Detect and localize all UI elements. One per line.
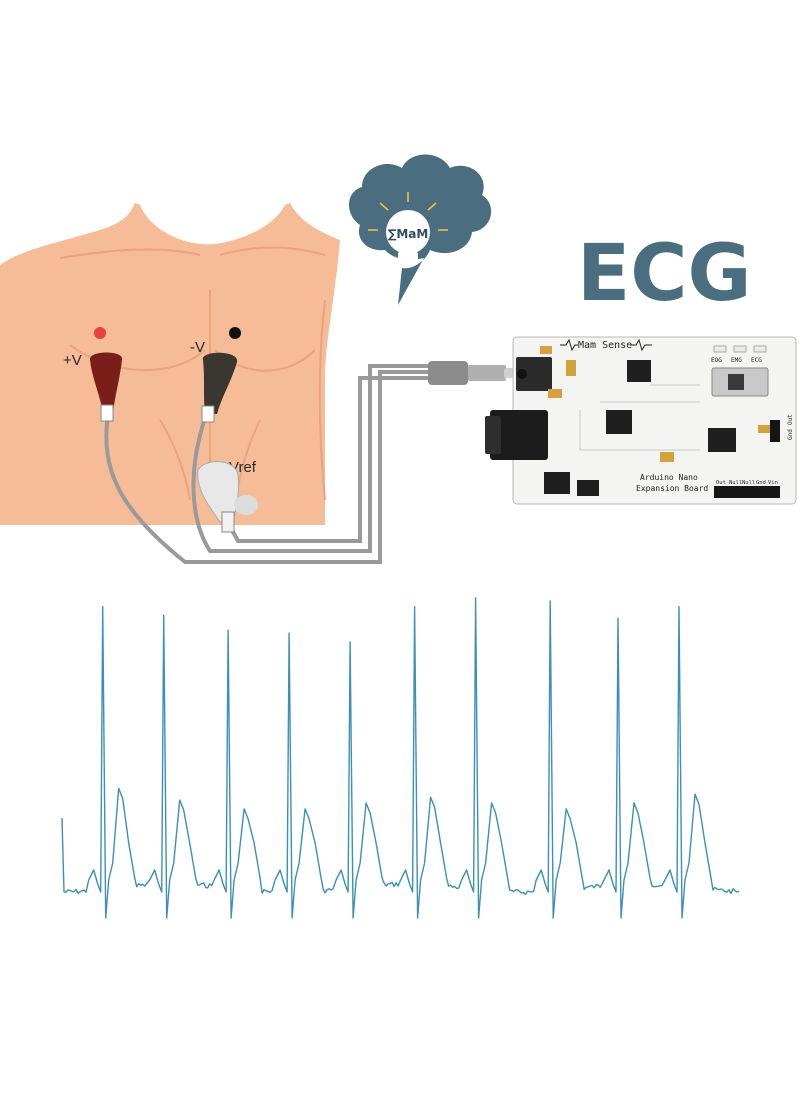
reference-clip-stem (221, 511, 235, 533)
logo-bulb-base (398, 252, 418, 264)
ic-chip-4 (544, 472, 570, 494)
side-pin-header (770, 420, 780, 442)
side-pin-label-out: Out (787, 414, 794, 425)
lead-cables (104, 364, 432, 564)
negative-clip-stem (201, 405, 215, 423)
arm-line-right (318, 299, 326, 501)
negative-clip (201, 352, 238, 423)
capacitor-2 (548, 389, 562, 398)
pin-label-null-1: Null (729, 480, 742, 486)
board-name: Mam Sense (578, 340, 632, 351)
audio-jack (516, 357, 552, 391)
led-eog (713, 345, 727, 353)
mode-label-emg: EMG (731, 357, 742, 364)
reference-clip (197, 461, 258, 533)
pin-label-gnd: Gnd (756, 480, 766, 486)
led-ecg (753, 345, 767, 353)
chest-contour-left (69, 344, 206, 372)
side-pin-label-gnd: Gnd (787, 429, 794, 440)
led-emg (733, 345, 747, 353)
logo-bulb (386, 210, 430, 254)
collar-left (59, 248, 201, 259)
cable-reference (230, 376, 432, 543)
capacitor-1 (540, 346, 552, 354)
positive-electrode-dot (94, 327, 106, 339)
mode-label-eog: EOG (711, 357, 722, 364)
audio-plug (428, 361, 518, 385)
audio-jack-hole (517, 369, 527, 379)
ic-chip-3 (708, 428, 736, 452)
positive-clip-stem (100, 404, 114, 422)
ic-chip-1 (627, 360, 651, 382)
bottom-pin-header (714, 486, 780, 498)
positive-clip (89, 352, 123, 422)
dc-power-jack-front (485, 416, 501, 454)
ecg-trace-line (61, 597, 740, 919)
positive-electrode-label: +V (63, 352, 82, 369)
cable-positive (104, 370, 432, 564)
reference-pad (234, 495, 258, 515)
torso-illustration (0, 203, 340, 525)
board-heartbeat-logo-right (630, 338, 652, 352)
page-title: ECG (577, 229, 752, 319)
negative-electrode-label: -V (190, 339, 205, 356)
pcb-trace (579, 384, 700, 451)
dc-power-jack (490, 410, 548, 460)
logo-rays (368, 192, 448, 231)
capacitor-3 (566, 360, 576, 376)
ic-chip-2 (606, 410, 632, 434)
logo-text: ∑MaM (388, 227, 429, 241)
positive-clip-body (89, 352, 123, 413)
mode-switch-knob (728, 374, 744, 390)
pin-label-null-2: Null (742, 480, 755, 486)
mam-sense-board: Mam Sense EOG EMG ECG Gnd Out (485, 336, 797, 505)
mode-label-ecg: ECG (751, 357, 762, 364)
cloud-lightbulb-logo-icon: ∑MaM (348, 154, 492, 305)
pin-label-vin: Vin (768, 480, 778, 486)
expansion-board-label-line-1: Arduino Nano (640, 473, 698, 482)
abdomen-left (159, 419, 191, 501)
capacitor-5 (758, 425, 770, 433)
plug-body (428, 361, 468, 385)
ic-chip-5 (577, 480, 599, 496)
pin-label-out: Out (716, 480, 726, 486)
cable-negative (191, 364, 432, 553)
negative-clip-body (202, 352, 238, 414)
collar-right (219, 246, 326, 256)
capacitor-4 (660, 452, 674, 462)
negative-electrode-dot (229, 327, 241, 339)
plug-sleeve (468, 365, 506, 381)
expansion-board-label-line-2: Expansion Board (636, 484, 708, 493)
torso-body (0, 203, 340, 525)
board-heartbeat-logo (560, 338, 578, 352)
ecg-waveform-chart (61, 597, 740, 919)
